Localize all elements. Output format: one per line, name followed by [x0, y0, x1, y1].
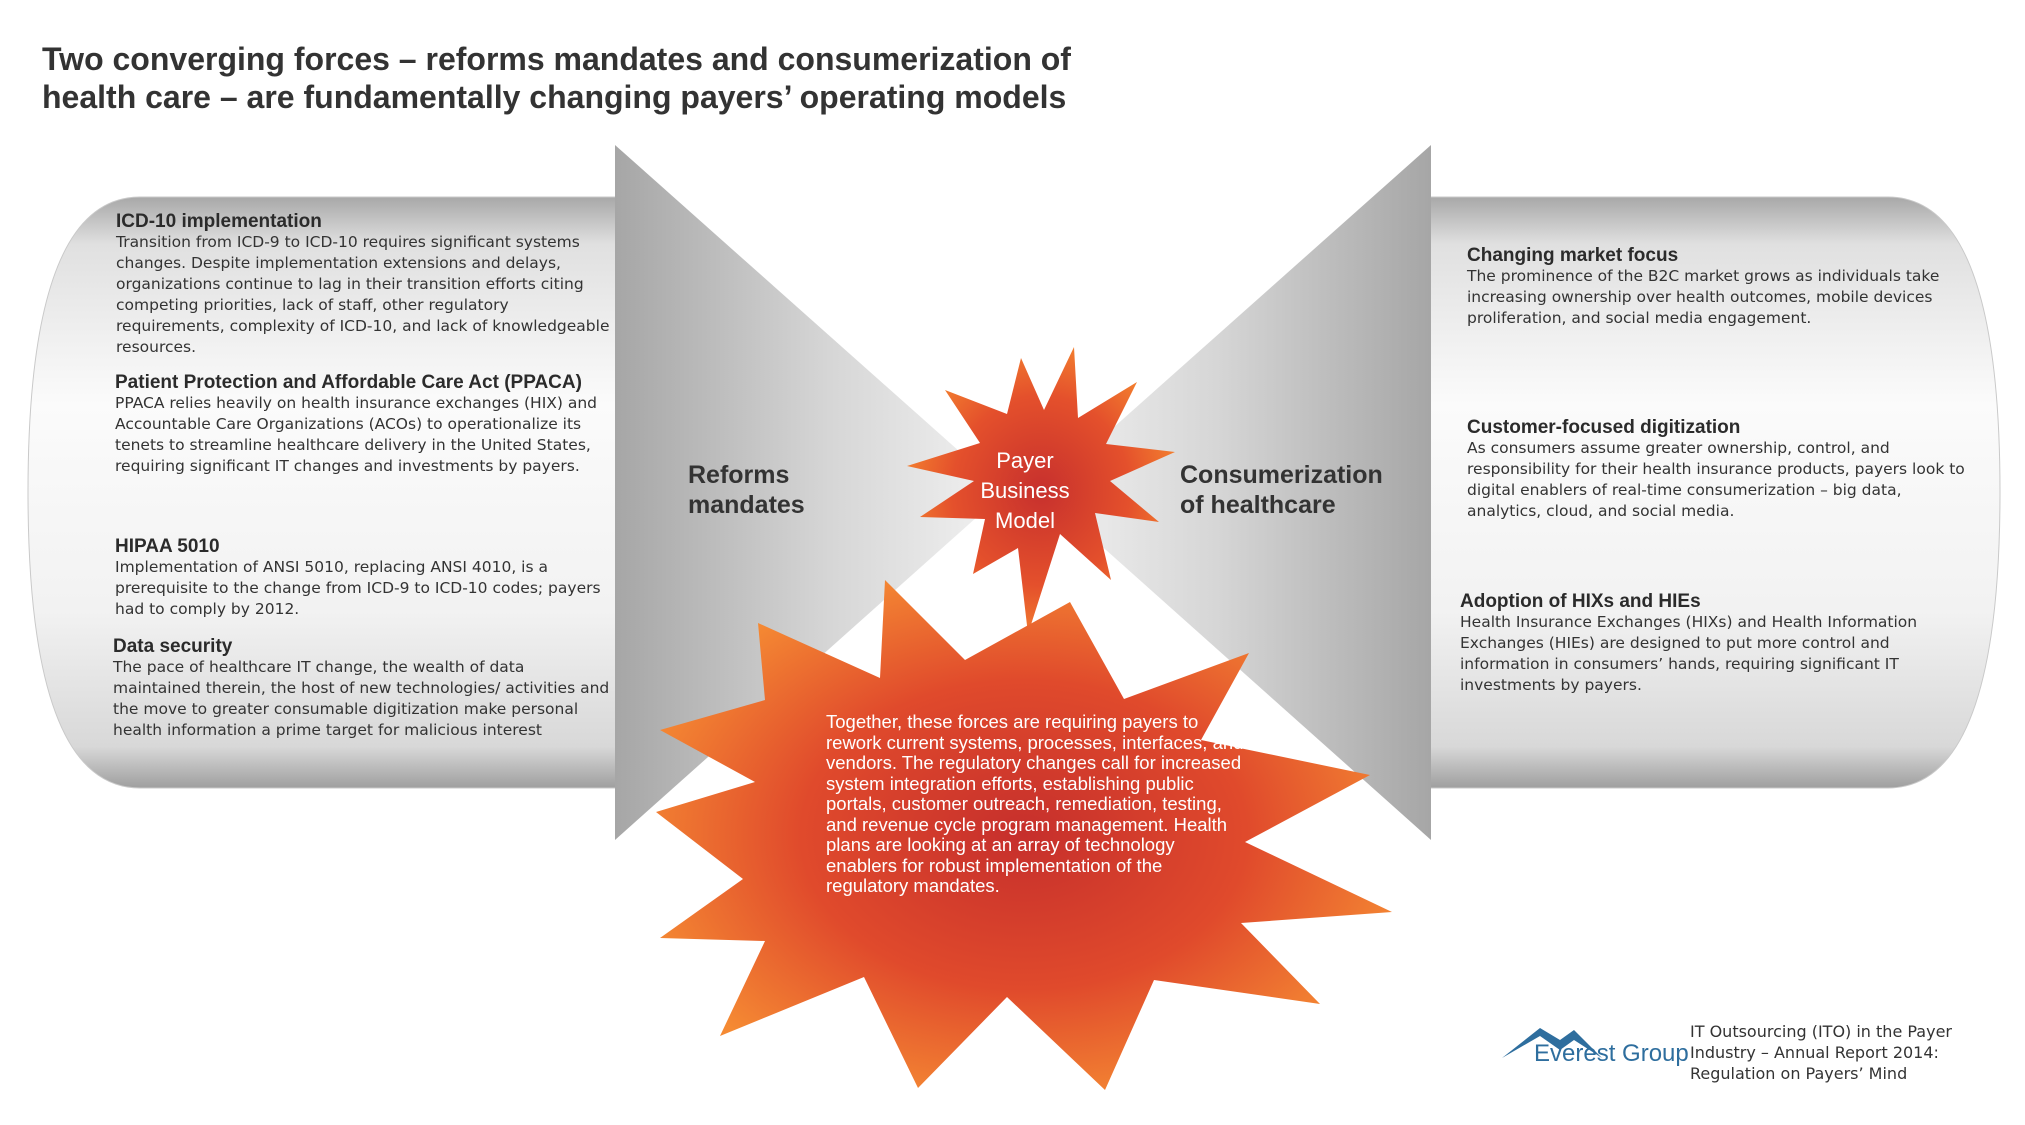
left-item-heading: HIPAA 5010 — [115, 536, 220, 557]
left-panel — [27, 196, 619, 789]
right-item-customer-digitization: Customer-focused digitization As consume… — [1467, 418, 1967, 522]
payer-business-model-burst — [907, 347, 1175, 634]
converging-forces-summary: Together, these forces are requiring pay… — [826, 711, 1244, 896]
left-item-body: Transition from ICD-9 to ICD-10 requires… — [116, 233, 610, 356]
left-item-body: Implementation of ANSI 5010, replacing A… — [115, 558, 601, 618]
right-item-heading: Changing market focus — [1467, 245, 1679, 266]
payer-business-model-label: Payer Business Model — [980, 448, 1070, 533]
consumerization-label: Consumerization of healthcare — [1180, 461, 1383, 519]
right-item-body: As consumers assume greater ownership, c… — [1467, 439, 1965, 520]
right-item-market-focus: Changing market focus The prominence of … — [1467, 246, 1967, 329]
right-item-heading: Customer-focused digitization — [1467, 417, 1741, 438]
reforms-mandates-wedge — [615, 145, 1005, 840]
page-title: Two converging forces – reforms mandates… — [42, 40, 1342, 116]
everest-mountain-logo — [1502, 1028, 1602, 1058]
right-item-body: Health Insurance Exchanges (HIXs) and He… — [1460, 613, 1918, 694]
together-forces-burst — [656, 580, 1392, 1090]
left-item-body: PPACA relies heavily on health insurance… — [115, 394, 598, 475]
right-item-heading: Adoption of HIXs and HIEs — [1460, 591, 1701, 612]
page-title-line-2: health care – are fundamentally changing… — [42, 79, 1067, 115]
right-panel — [1427, 196, 2001, 789]
left-item-heading: Data security — [113, 636, 233, 657]
left-item-data-security: Data security The pace of healthcare IT … — [113, 637, 613, 741]
page-title-line-1: Two converging forces – reforms mandates… — [42, 41, 1071, 77]
left-item-icd10: ICD-10 implementation Transition from IC… — [116, 212, 616, 358]
left-item-ppaca: Patient Protection and Affordable Care A… — [115, 373, 615, 477]
left-item-heading: Patient Protection and Affordable Care A… — [115, 372, 582, 393]
right-item-hix-hie: Adoption of HIXs and HIEs Health Insuran… — [1460, 592, 1965, 696]
left-item-body: The pace of healthcare IT change, the we… — [113, 658, 610, 739]
report-source-caption: IT Outsourcing (ITO) in the Payer Indust… — [1690, 1022, 1952, 1083]
consumerization-wedge — [1041, 145, 1431, 840]
left-item-heading: ICD-10 implementation — [116, 211, 322, 232]
left-item-hipaa: HIPAA 5010 Implementation of ANSI 5010, … — [115, 537, 615, 620]
right-item-body: The prominence of the B2C market grows a… — [1467, 267, 1940, 327]
everest-group-logo-text: Everest Group — [1534, 1040, 1689, 1067]
reforms-mandates-label: Reforms mandates — [688, 461, 805, 519]
